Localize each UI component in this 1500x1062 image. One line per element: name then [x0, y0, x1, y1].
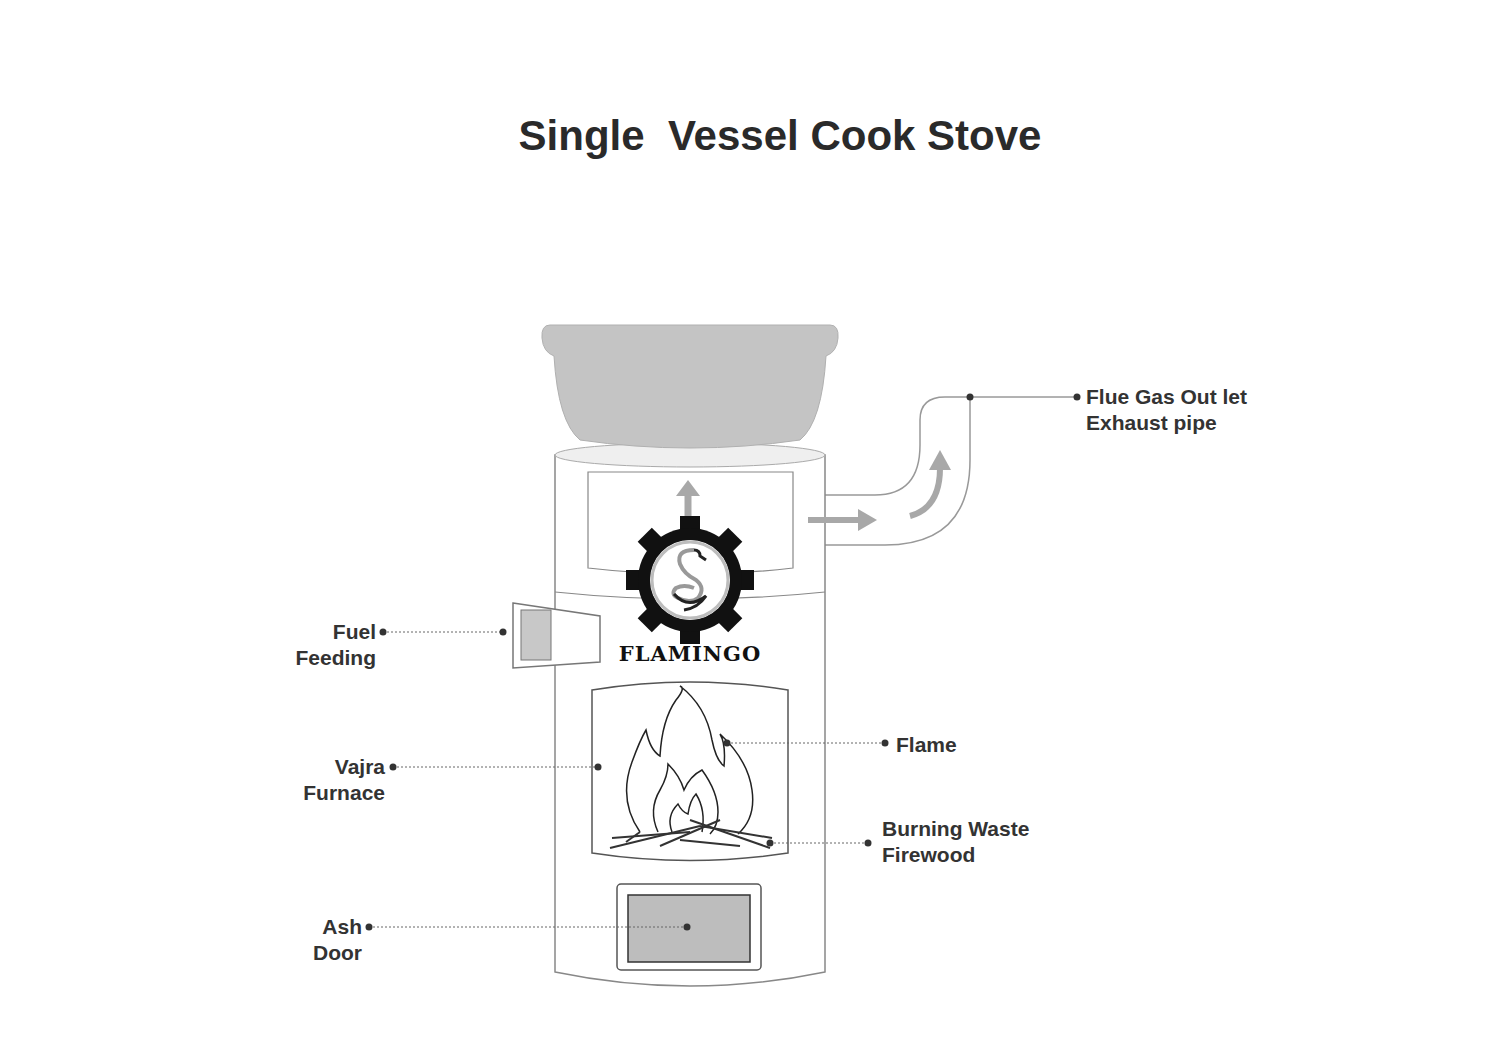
part-label: Flame	[896, 732, 986, 758]
firewood-stick	[680, 840, 740, 846]
flamingo-body	[674, 594, 706, 610]
flamingo-head	[694, 550, 706, 560]
gear-ring	[652, 542, 728, 618]
leader-lines	[369, 397, 1077, 927]
leader-line	[383, 632, 503, 633]
flow-arrow	[808, 517, 860, 523]
leader-dot	[767, 840, 774, 847]
leader-dot	[366, 924, 373, 931]
diagram-title: Single Vessel Cook Stove	[0, 112, 1500, 160]
leader-line	[970, 397, 1077, 398]
leader-dot	[380, 629, 387, 636]
firewood	[610, 820, 772, 848]
ash-door	[628, 895, 750, 962]
flow-arrow-head	[858, 509, 877, 531]
flow-arrow	[910, 468, 940, 516]
fuel-feed-box	[513, 603, 600, 668]
logo-text: FLAMINGO	[610, 641, 770, 667]
leader-line	[770, 843, 868, 844]
gear-face	[650, 540, 730, 620]
fuel-feed-opening	[521, 610, 551, 660]
leader-line	[727, 743, 885, 744]
flamingo-logo	[626, 516, 754, 644]
leader-dot	[967, 394, 974, 401]
vajra-furnace	[592, 682, 788, 861]
firewood-stick	[610, 826, 700, 848]
leader-dot	[865, 840, 872, 847]
stove-body	[555, 455, 825, 986]
leader-dot	[724, 740, 731, 747]
part-label: Vajra Furnace	[280, 754, 385, 806]
flame-inner	[653, 764, 718, 834]
firewood-stick	[700, 826, 772, 838]
flow-arrow-head	[676, 480, 700, 496]
leader-dot	[390, 764, 397, 771]
cooking-vessel	[542, 325, 838, 448]
leader-dot	[882, 740, 889, 747]
part-label: Flue Gas Out let Exhaust pipe	[1086, 384, 1286, 436]
leader-dot	[500, 629, 507, 636]
part-label: Fuel Feeding	[276, 619, 376, 671]
part-label: Burning Waste Firewood	[882, 816, 1067, 868]
leader-dots	[366, 394, 1081, 931]
firewood-stick	[626, 832, 640, 842]
flow-arrow-head	[929, 450, 951, 470]
gear-body	[638, 528, 742, 632]
part-label: Ash Door	[300, 914, 362, 966]
flame-outer	[627, 686, 753, 834]
firewood-stick	[690, 820, 770, 848]
leader-dot	[684, 924, 691, 931]
leader-dot	[595, 764, 602, 771]
leader-line	[369, 927, 687, 928]
flamingo-neck	[673, 550, 701, 601]
leader-line	[393, 767, 598, 768]
leader-dot	[1074, 394, 1081, 401]
